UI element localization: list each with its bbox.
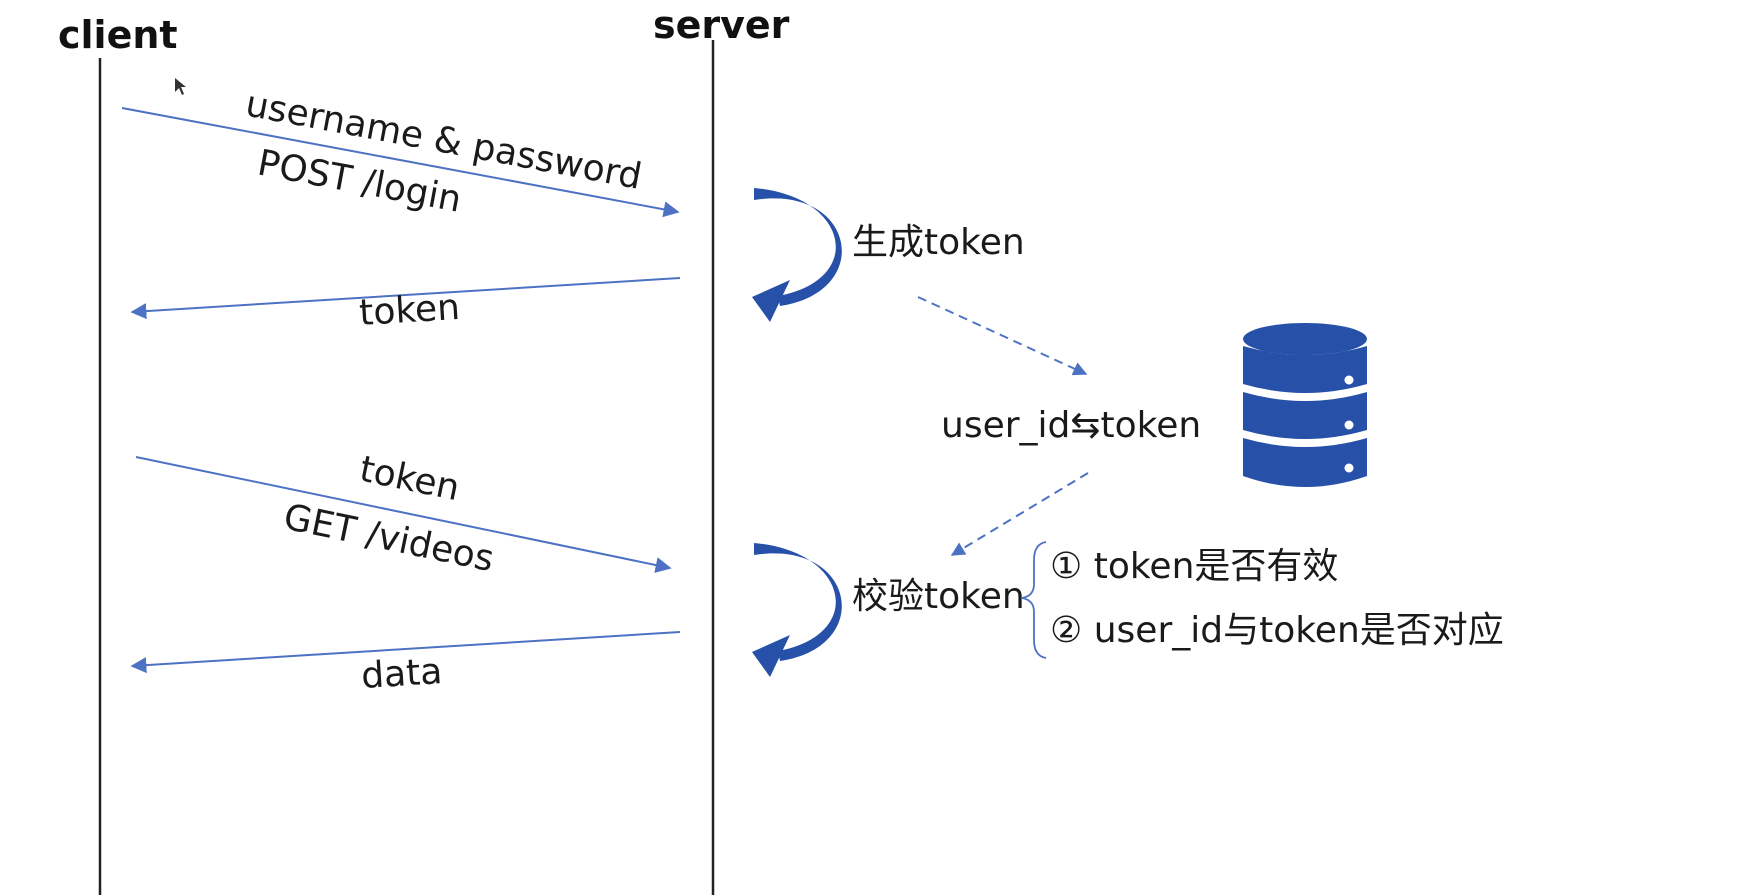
check-item-token-valid: ① token是否有效 (1050, 546, 1338, 587)
mapping-to-verify-dashed-arrow (950, 472, 1089, 556)
client-lifeline-label: client (58, 13, 178, 57)
database-icon (1243, 323, 1367, 487)
videos-request-token-label: token (356, 449, 463, 510)
videos-response-data-label: data (360, 651, 443, 697)
videos-request-arrow (135, 456, 672, 573)
login-response-arrow (130, 277, 681, 320)
generate-token-curved-arrow-icon (752, 188, 842, 322)
videos-response-arrow (130, 631, 681, 674)
mouse-cursor-icon (175, 78, 186, 95)
server-lifeline-label: server (653, 3, 790, 47)
verify-token-label: 校验token (852, 576, 1025, 617)
verify-token-curved-arrow-icon (752, 543, 842, 677)
login-request-arrow (121, 107, 680, 218)
check-item-user-token-match: ② user_id与token是否对应 (1050, 610, 1504, 651)
generate-to-mapping-dashed-arrow (917, 296, 1088, 376)
user-token-mapping-label: user_id⇆token (941, 405, 1201, 446)
login-response-token-label: token (358, 287, 461, 334)
generate-token-label: 生成token (852, 222, 1025, 263)
checks-brace (1021, 541, 1047, 659)
